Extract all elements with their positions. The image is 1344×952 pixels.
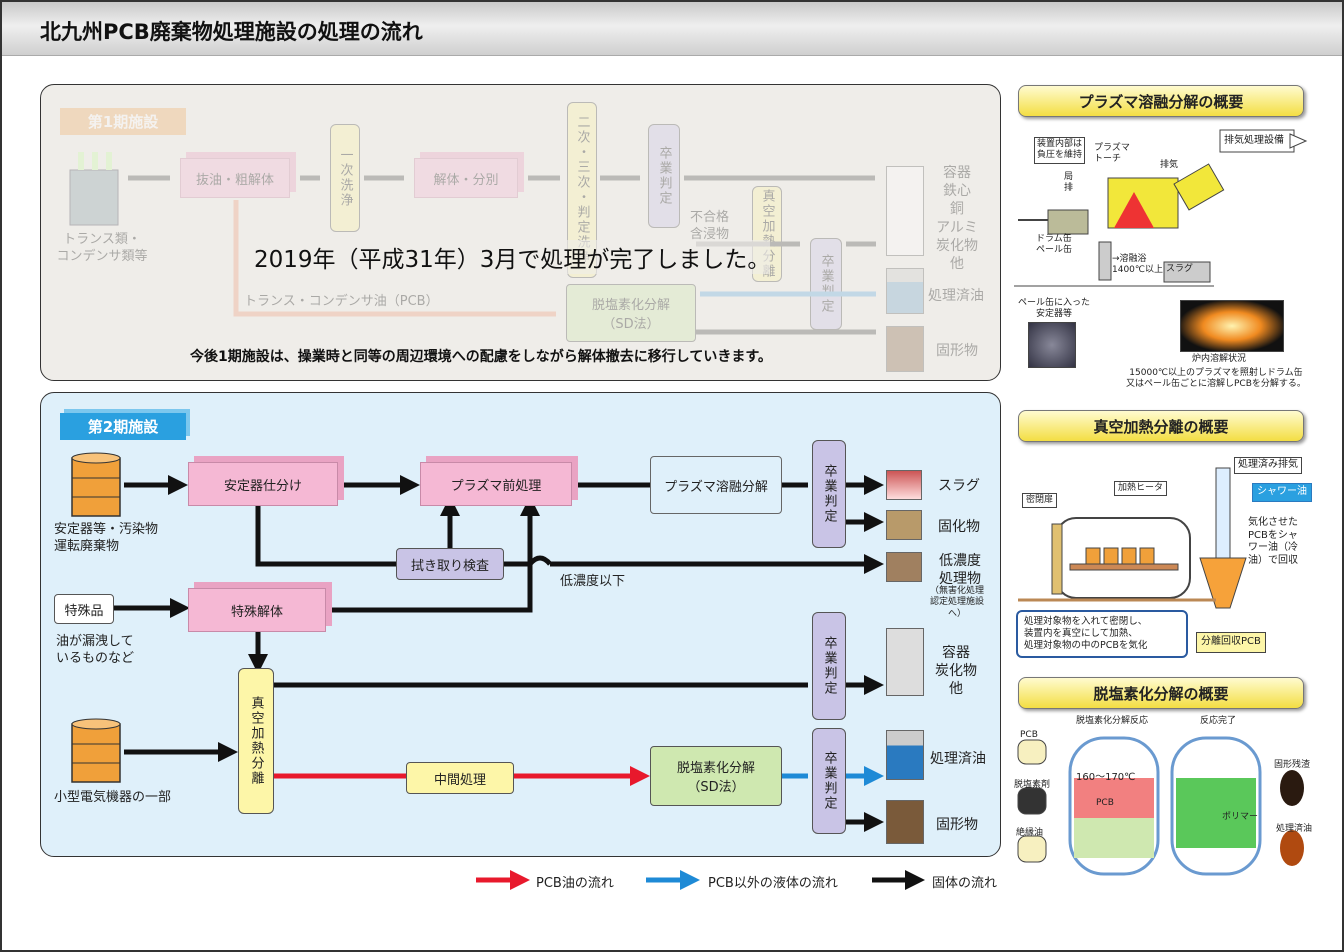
- pail-photo: [1028, 322, 1076, 368]
- out-slag: スラグ: [938, 478, 980, 494]
- plasma-desc: 15000℃以上のプラズマを照射しドラム缶 又はペール缶ごとに溶解しPCBを分解…: [1126, 368, 1306, 390]
- phase2-src2-label: 油が漏洩して いるものなど: [56, 634, 135, 666]
- plasma-neg-pressure: 装置内部は 負圧を維持: [1034, 137, 1086, 164]
- phase2-src3-label: 小型電気機器の一部: [54, 790, 172, 805]
- intermediate-box: 中間処理: [406, 762, 514, 794]
- phase1-panel: [40, 84, 1001, 381]
- drum-icon-2: [71, 718, 121, 783]
- page-title: 北九州PCB廃棄物処理施設の処理の流れ: [40, 20, 423, 44]
- sd-treated-label: 処理済油: [1276, 824, 1313, 834]
- out-oil: 処理済油: [930, 751, 986, 767]
- transformer-icon: [66, 148, 122, 228]
- plasma-furnace-label: 炉内溶解状況: [1192, 354, 1247, 364]
- solidified-icon: [886, 510, 922, 540]
- plasma-pre-box: プラズマ前処理: [420, 462, 572, 506]
- special-item-box: 特殊品: [54, 594, 114, 624]
- sd-panel-title: 脱塩素化分解の概要: [1018, 677, 1304, 709]
- drum-icon-1: [71, 452, 121, 517]
- sd-done-label: 反応完了: [1200, 716, 1237, 726]
- vacuum-door: 密閉扉: [1022, 493, 1058, 509]
- sd-pcb-inner-label: PCB: [1096, 798, 1114, 808]
- container-icon: [886, 628, 924, 696]
- vacuum-diagram: [1018, 467, 1247, 609]
- plasma-slag-label: スラグ: [1166, 264, 1194, 274]
- phase1-out-metal: 容器 鉄心 銅 アルミ 炭化物 他: [936, 165, 978, 272]
- vacuum-gas: 気化させた PCBをシャ ワー油（冷 油）で回収: [1248, 517, 1298, 566]
- phase1-oil-icon: [886, 268, 924, 314]
- phase2-src1-label: 安定器等・汚染物 運転廃棄物: [54, 522, 159, 554]
- plasma-exhaust-label: 排気: [1160, 160, 1179, 170]
- out-solidified: 固化物: [938, 519, 980, 535]
- phase1-sd-box: 脱塩素化分解 （SD法）: [566, 284, 696, 342]
- out-low: 低濃度 処理物: [939, 553, 981, 588]
- wipe-test-box: 拭き取り検査: [396, 548, 504, 580]
- sd-temp-label: 160～170℃: [1076, 772, 1136, 783]
- vacuum-exhaust: 処理済み排気: [1234, 457, 1302, 474]
- header-bar: 北九州PCB廃棄物処理施設の処理の流れ: [2, 2, 1342, 56]
- grad-box-2: 卒業判定: [812, 612, 846, 720]
- phase1-source-label: トランス類・ コンデンサ類等: [56, 232, 148, 264]
- phase1-tag: 第1期施設: [60, 108, 186, 135]
- noncompliant-label: 不合格 含浸物: [690, 210, 730, 242]
- special-dismantle-box: 特殊解体: [188, 588, 326, 632]
- phase1-metal-icon: [886, 166, 924, 256]
- legend-pcb: PCB油の流れ: [536, 876, 614, 891]
- plasma-local-exhaust: 局 排: [1064, 172, 1074, 194]
- plasma-drum-label: ドラム缶 ペール缶: [1036, 234, 1073, 256]
- sd-polymer-label: ポリマー: [1222, 812, 1259, 822]
- completion-message: 2019年（平成31年）3月で処理が完了しました。: [254, 240, 771, 274]
- treated-oil-icon: [886, 730, 924, 780]
- sd-process-box: 脱塩素化分解 （SD法）: [650, 746, 782, 806]
- grad-box-3: 卒業判定: [812, 728, 846, 834]
- sd-agent-label: 脱塩素剤: [1014, 780, 1051, 790]
- vacuum-heater: 加熱ヒータ: [1114, 481, 1168, 497]
- dismantle-box: 解体・分別: [414, 158, 518, 198]
- sd-reactor-diagram: [1017, 736, 1304, 876]
- vacuum-shower: シャワー油: [1252, 483, 1312, 502]
- first-wash-box: 一次洗浄: [330, 124, 360, 232]
- sd-pcb-label: PCB: [1020, 730, 1038, 740]
- grad-box-1: 卒業判定: [812, 440, 846, 548]
- vacuum-recover: 分離回収PCB: [1196, 632, 1266, 653]
- slag-icon: [886, 470, 922, 500]
- phase1-out-solid: 固形物: [936, 343, 978, 359]
- sd-react-label: 脱塩素化分解反応: [1076, 716, 1149, 726]
- low-concentration-icon: [886, 552, 922, 582]
- sd-residue-label: 固形残渣: [1274, 760, 1311, 770]
- phase2-tag: 第2期施設: [60, 413, 186, 440]
- plasma-panel-title: プラズマ溶融分解の概要: [1018, 85, 1304, 117]
- low-concentration-label: 低濃度以下: [560, 574, 626, 589]
- legend-solid: 固体の流れ: [932, 876, 998, 891]
- out-solid: 固形物: [936, 817, 978, 833]
- furnace-photo: [1180, 300, 1284, 352]
- plasma-melt-box: プラズマ溶融分解: [650, 456, 782, 514]
- phase1-oil-line-label: トランス・コンデンサ油（PCB）: [244, 294, 439, 309]
- plasma-melt-label: →溶融浴 1400℃以上: [1112, 254, 1164, 276]
- phase1-solid-icon: [886, 326, 924, 372]
- plasma-pail-label: ペール缶に入った 安定器等: [1018, 298, 1091, 320]
- out-metal: 容器 炭化物 他: [935, 645, 977, 698]
- legend-liquid: PCB以外の液体の流れ: [708, 876, 838, 891]
- plasma-exhaust-facility: 排気処理設備: [1224, 135, 1284, 146]
- oil-removal-box: 抜油・粗解体: [180, 158, 290, 198]
- solid-icon: [886, 800, 924, 844]
- sd-insul-label: 絶縁油: [1016, 828, 1044, 838]
- phase1-note: 今後1期施設は、操業時と同等の周辺環境への配慮をしながら解体撤去に移行していきま…: [190, 349, 772, 365]
- phase1-grad-box-1: 卒業判定: [648, 124, 680, 228]
- phase1-grad-box-2: 卒業判定: [810, 238, 842, 330]
- plasma-torch-label: プラズマ トーチ: [1094, 143, 1130, 165]
- ballast-sort-box: 安定器仕分け: [188, 462, 338, 506]
- plasma-furnace-diagram: [1014, 129, 1308, 287]
- out-low-note: （無害化処理 認定処理施設へ）: [929, 586, 984, 619]
- vacuum-heat-box: 真空加熱分離: [238, 668, 274, 814]
- vacuum-desc: 処理対象物を入れて密閉し、 装置内を真空にして加熱、 処理対象物の中のPCBを気…: [1016, 610, 1188, 658]
- vacuum-panel-title: 真空加熱分離の概要: [1018, 410, 1304, 442]
- phase1-out-oil: 処理済油: [928, 288, 984, 304]
